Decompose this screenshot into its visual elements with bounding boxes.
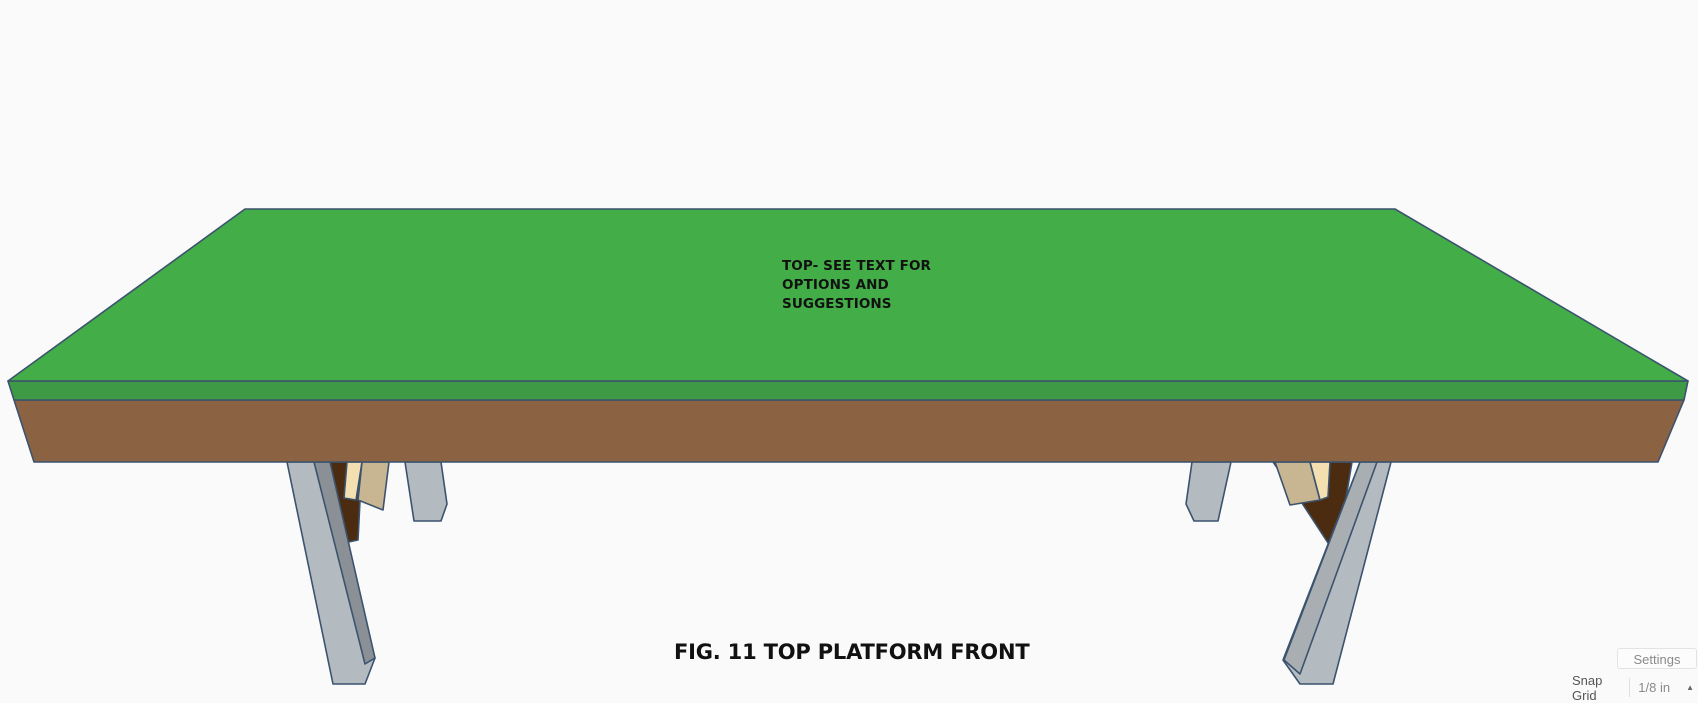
legs-and-braces[interactable]	[286, 461, 1392, 685]
snap-grid-control: Snap Grid 1/8 in ▲	[1572, 673, 1698, 703]
top-note-line: TOP- SEE TEXT FOR	[782, 258, 932, 274]
left-block-side[interactable]	[357, 461, 390, 511]
top-note-line: OPTIONS AND	[782, 277, 889, 293]
right-rear-leg[interactable]	[1185, 461, 1232, 522]
top-surface[interactable]	[7, 208, 1689, 382]
snap-grid-label: Snap Grid	[1572, 672, 1603, 703]
figure-caption: FIG. 11 TOP PLATFORM FRONT	[674, 640, 1030, 664]
snap-grid-value: 1/8 in	[1638, 680, 1671, 695]
front-board[interactable]	[13, 399, 1685, 463]
top-edge[interactable]	[7, 380, 1689, 401]
top-note-line: SUGGESTIONS	[782, 296, 892, 312]
caret-up-icon: ▲	[1686, 683, 1694, 692]
top-surface-note: TOP- SEE TEXT FOR OPTIONS AND SUGGESTION…	[782, 257, 931, 314]
left-rear-leg[interactable]	[404, 461, 448, 522]
snap-grid-select[interactable]: 1/8 in ▲	[1629, 678, 1698, 697]
platform-board[interactable]	[7, 208, 1689, 463]
settings-button[interactable]: Settings	[1617, 648, 1697, 669]
